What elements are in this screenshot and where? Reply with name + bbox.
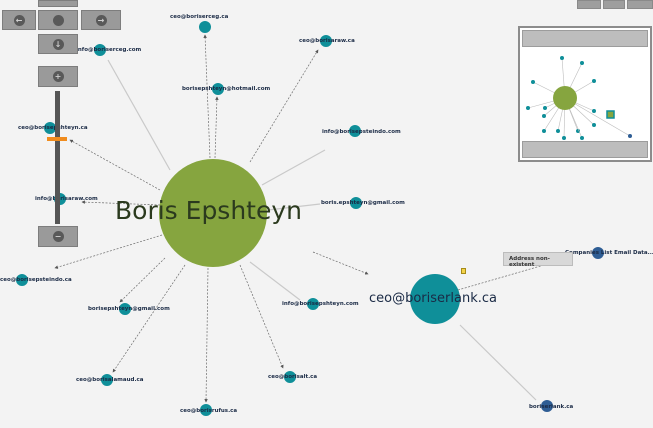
node-label: borisepshteyn@hotmail.com [182,86,271,92]
edge [112,264,186,373]
pan-right-button[interactable]: → [81,10,121,30]
minimap[interactable] [518,26,652,162]
graph-node[interactable] [284,371,296,383]
graph-node[interactable] [350,197,362,209]
left-arrow-icon: ← [13,14,25,26]
graph-node[interactable] [320,35,332,47]
minimap-node [592,79,596,83]
zoom-out-button[interactable]: − [38,226,78,247]
node-label: info@borisepsteindo.com [322,129,401,135]
minimap-node [556,129,560,133]
minimap-node [560,56,564,60]
edge [459,324,537,401]
pan-center-button[interactable] [38,10,78,30]
focus-node[interactable] [410,274,460,324]
node-label: Companies List Email Data... [565,250,653,256]
minimap-node [542,114,546,118]
graph-node[interactable] [200,404,212,416]
edge [267,203,321,211]
pan-down-button[interactable]: ↓ [38,34,78,54]
minimap-node [592,123,596,127]
edge [69,139,161,191]
minus-icon: − [52,231,64,242]
plus-icon: + [52,71,64,82]
minimap-top-bar [522,30,648,47]
tooltip: Address non-existent [503,252,573,268]
edge [203,34,211,159]
graph-node[interactable] [16,274,28,286]
graph-node[interactable] [119,303,131,315]
edge-center-focus [312,251,369,275]
graph-node[interactable] [349,125,361,137]
node-label: ceo@borisalamaud.ca [76,377,144,383]
node-label: borisepshteyn@gmail.com [88,306,170,312]
edge [214,96,219,159]
edge [249,49,319,163]
node-label: info@boriserceg.com [76,47,142,53]
graph-node[interactable] [592,247,604,259]
down-arrow-icon: ↓ [52,38,64,50]
edge [54,234,163,269]
minimap-selected-node [606,110,615,119]
node-label: info@borisepshteyn.com [282,301,359,307]
zoom-slider-track[interactable] [55,91,60,224]
right-arrow-icon: → [95,14,107,26]
tool-button-2[interactable] [603,0,625,9]
focus-node-label: ceo@boriserlank.ca [369,291,497,306]
center-node[interactable] [159,159,267,267]
zoom-slider-handle[interactable] [47,137,67,141]
node-label: ceo@borisepsteindo.ca [0,277,72,283]
minimap-center-node [553,86,577,110]
graph-node[interactable] [101,374,113,386]
graph-node[interactable] [44,122,56,134]
minimap-node [580,136,584,140]
pan-up-button[interactable] [38,0,78,7]
node-label: ceo@borisaraw.ca [299,38,355,44]
minimap-node [592,109,596,113]
minimap-node [526,106,530,110]
center-dot-icon [52,14,64,26]
tool-button-3[interactable] [627,0,653,9]
node-label: ceo@borisepshteyn.ca [18,125,88,131]
graph-node[interactable] [94,44,106,56]
minimap-node [562,136,566,140]
edge [204,267,209,403]
edge [239,264,284,369]
zoom-in-button[interactable]: + [38,66,78,87]
node-label: ceo@borisrufus.ca [180,408,238,414]
node-label: ceo@borisalt.ca [268,374,318,380]
node-label: boris.epshteyn@gmail.com [321,200,405,206]
graph-node[interactable] [199,21,211,33]
minimap-edge [564,97,631,137]
minimap-node [580,61,584,65]
graph-node[interactable] [212,83,224,95]
toolbar [577,0,653,9]
node-label: ceo@boriserceg.ca [170,14,229,20]
node-label: boriserlank.ca [529,404,574,410]
node-label: info@borisaraw.com [35,196,98,202]
minimap-node [531,80,535,84]
minimap-node [576,129,580,133]
tool-button-1[interactable] [577,0,601,9]
minimap-graph [526,56,632,140]
graph-node[interactable] [541,400,553,412]
cursor-icon [461,268,466,274]
graph-node[interactable] [307,298,319,310]
edge [81,200,161,206]
minimap-node [628,134,632,138]
edge [261,149,326,186]
minimap-node [542,129,546,133]
edge [119,257,166,303]
minimap-bottom-bar [522,141,648,158]
center-node-label: Boris Epshteyn [115,196,302,225]
pan-left-button[interactable]: ← [2,10,36,30]
minimap-node [543,106,547,110]
edge [107,59,171,171]
edge [249,261,301,301]
